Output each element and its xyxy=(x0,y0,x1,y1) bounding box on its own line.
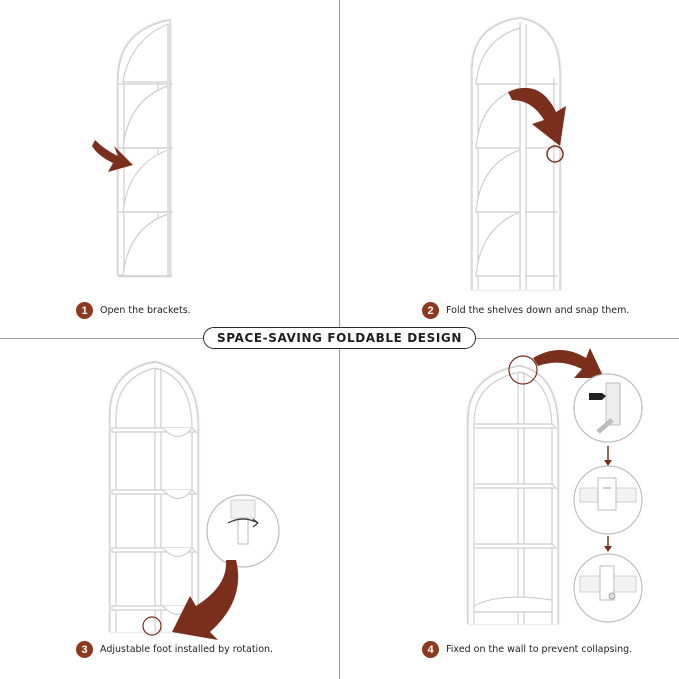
step-text: Fold the shelves down and snap them. xyxy=(446,305,630,316)
step-text: Fixed on the wall to prevent collapsing. xyxy=(446,644,633,655)
foot-marker xyxy=(142,616,162,636)
wall-bracket-detail xyxy=(573,373,643,443)
step-4-caption: 4 Fixed on the wall to prevent collapsin… xyxy=(422,641,632,658)
step-text: Adjustable foot installed by rotation. xyxy=(100,644,274,655)
foot-detail-callout xyxy=(206,494,280,568)
step-text: Open the brackets. xyxy=(100,305,191,316)
assembled-shelf-panel3 xyxy=(109,361,199,632)
snap-point-marker xyxy=(546,145,564,163)
bracket-final-detail xyxy=(573,553,643,623)
feature-banner: SPACE-SAVING FOLDABLE DESIGN xyxy=(203,327,476,349)
bracket-step-detail xyxy=(573,465,643,535)
curved-arrow-icon xyxy=(92,140,133,172)
curved-arrow-icon-4 xyxy=(533,348,604,378)
wall-anchor-marker xyxy=(508,355,538,385)
folding-shelf-panel2 xyxy=(471,17,561,290)
step-2-caption: 2 Fold the shelves down and snap them. xyxy=(422,302,629,319)
step-3-caption: 3 Adjustable foot installed by rotation. xyxy=(76,641,273,658)
curved-arrow-icon-3 xyxy=(172,560,239,640)
folded-shelf-panel1 xyxy=(117,19,172,277)
step-number-badge: 2 xyxy=(422,302,439,319)
wall-fixed-shelf-panel4 xyxy=(467,365,559,624)
step-number-badge: 1 xyxy=(76,302,93,319)
curved-arrow-icon-2 xyxy=(508,87,566,146)
step-number-badge: 3 xyxy=(76,641,93,658)
step-1-caption: 1 Open the brackets. xyxy=(76,302,191,319)
step-number-badge: 4 xyxy=(422,641,439,658)
